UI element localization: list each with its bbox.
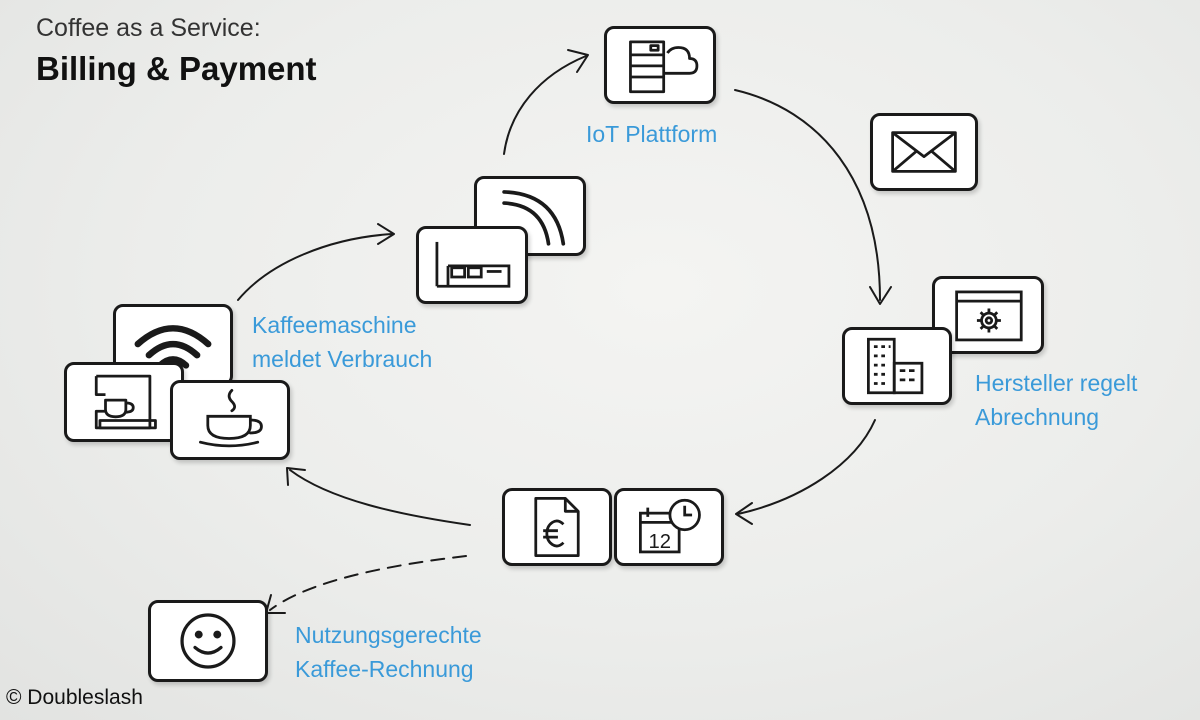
coffee-machine-icon: [94, 374, 157, 430]
calendar-day: 12: [648, 531, 671, 553]
arrowhead-machine: [286, 467, 306, 486]
coffee-cup-card: [170, 380, 290, 460]
sensor-card: [416, 226, 528, 304]
label-manufacturer: Hersteller regelt Abrechnung: [975, 366, 1137, 434]
euro-document-card: [502, 488, 612, 566]
signal-icon: [502, 190, 566, 246]
calendar-clock-card: 12: [614, 488, 724, 566]
arrow-manufacturer-to-billing: [737, 419, 876, 515]
building-card: [842, 327, 952, 405]
sensor-device-icon: [435, 241, 511, 288]
label-invoice-line1: Nutzungsgerechte: [295, 622, 482, 648]
arrow-billing-to-machine: [289, 469, 471, 526]
arrowhead-manufacturer: [869, 286, 892, 305]
label-machine: Kaffeemaschine meldet Verbrauch: [252, 308, 432, 376]
settings-window-card: [932, 276, 1044, 354]
smiley-card: [148, 600, 268, 682]
label-manufacturer-line1: Hersteller regelt: [975, 370, 1138, 396]
settings-window-icon: [955, 290, 1023, 342]
arrowhead-billing: [735, 502, 753, 525]
label-invoice: Nutzungsgerechte Kaffee-Rechnung: [295, 618, 482, 686]
office-building-icon: [867, 337, 924, 395]
subtitle: Coffee as a Service:: [36, 14, 261, 42]
page-title: Billing & Payment: [36, 50, 317, 87]
coffee-cup-icon: [199, 389, 263, 448]
arrow-billing-to-customer: [269, 555, 467, 611]
server-cloud-icon: [629, 40, 699, 94]
label-machine-line1: Kaffeemaschine: [252, 312, 417, 338]
calendar-clock-icon: 12: [639, 498, 701, 554]
server-cloud-card: [604, 26, 716, 104]
copyright: © Doubleslash: [6, 686, 143, 709]
label-manufacturer-line2: Abrechnung: [975, 404, 1100, 430]
arrow-machine-to-sensor: [237, 233, 393, 301]
arrow-sensor-to-platform: [503, 55, 587, 155]
euro-document-icon: [534, 497, 580, 557]
arrow-platform-to-manufacturer: [734, 89, 881, 301]
envelope-card: [870, 113, 978, 191]
envelope-icon: [891, 131, 957, 173]
coffee-machine-card: [64, 362, 184, 442]
arrowhead-customer: [265, 594, 286, 614]
label-machine-line2: meldet Verbrauch: [252, 346, 433, 372]
arrowhead-platform: [567, 49, 589, 73]
arrowhead-sensor: [377, 223, 395, 245]
smiley-icon: [180, 613, 236, 669]
label-invoice-line2: Kaffee-Rechnung: [295, 656, 474, 682]
label-platform: IoT Plattform: [586, 121, 718, 147]
